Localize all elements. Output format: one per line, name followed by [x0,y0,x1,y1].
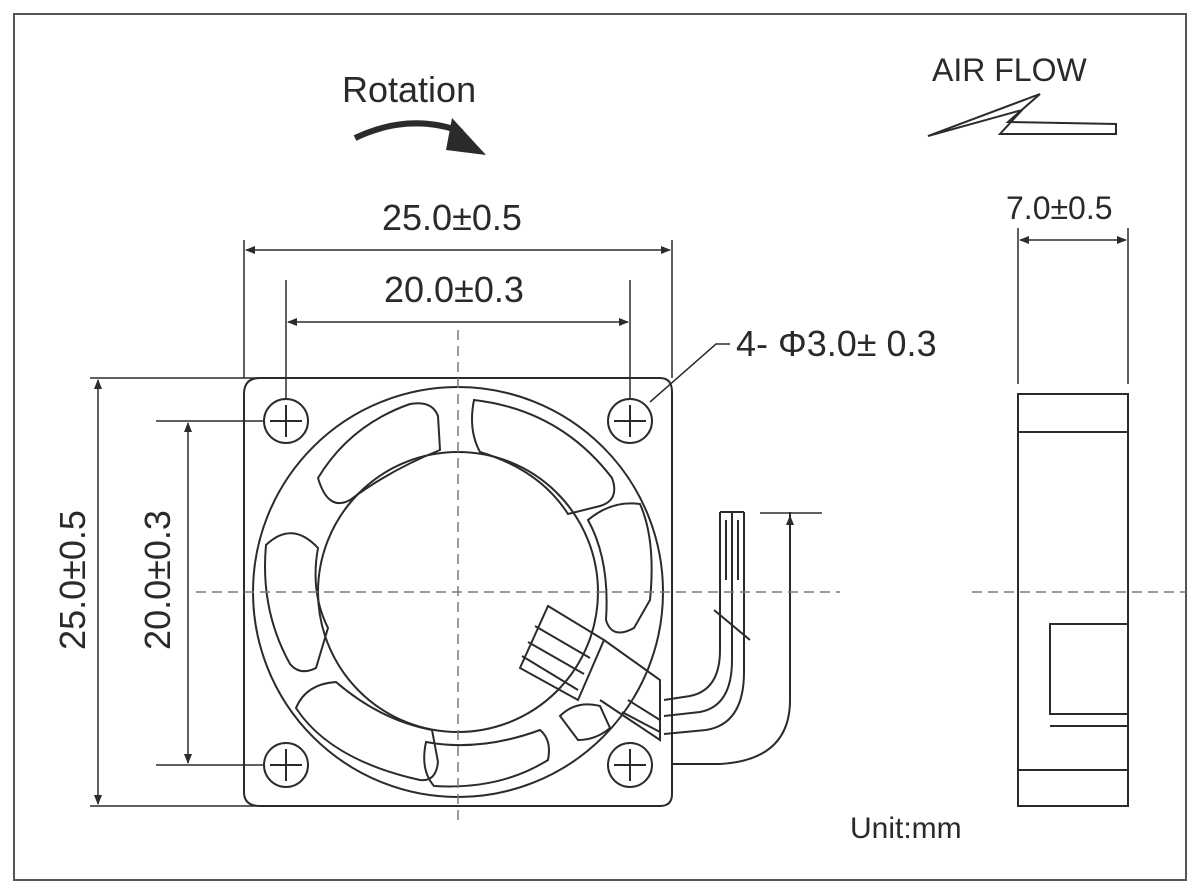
holes-spec-label: 4- Φ3.0± 0.3 [736,323,937,364]
mounting-hole [607,742,653,788]
dim-outer-height [90,377,262,807]
fan-slot [316,402,442,505]
fan-slot [586,502,653,634]
rotation-arrow [353,120,464,141]
thickness-label: 7.0±0.5 [1006,190,1113,226]
fan-slot [423,728,550,788]
unit-label: Unit:mm [850,812,962,845]
dim-outer-width [243,240,673,378]
lead-wires [663,511,791,765]
drawing-border [13,13,1187,881]
dim-hole-height [156,420,264,766]
rotation-label: Rotation [342,69,477,110]
outer-width-label: 25.0±0.5 [382,197,522,238]
air-flow-arrow [927,93,1117,137]
air-flow-label: AIR FLOW [932,52,1087,88]
hole-height-label: 20.0±0.3 [137,510,178,650]
holes-leader [649,343,730,403]
fan-slot [471,398,616,516]
dim-thickness [1017,228,1129,384]
wire-clip [518,604,661,742]
fan-slot [294,680,440,782]
fan-side-view [1017,393,1129,807]
rotation-arrowhead [446,118,486,155]
center-lines [196,330,1186,826]
fan-slot [558,703,612,742]
dim-hole-width [285,280,631,400]
fan-slot [264,532,330,673]
hole-width-label: 20.0±0.3 [384,269,524,310]
fan-slots [264,398,653,788]
outer-height-label: 25.0±0.5 [52,510,93,650]
